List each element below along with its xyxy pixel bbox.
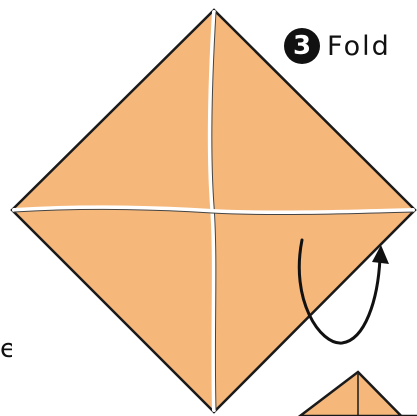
step-number: 3 [293,31,311,61]
step-instruction: Fold [327,31,391,63]
step-number-badge: 3 [284,28,320,64]
cropped-side-text: e [0,333,12,365]
